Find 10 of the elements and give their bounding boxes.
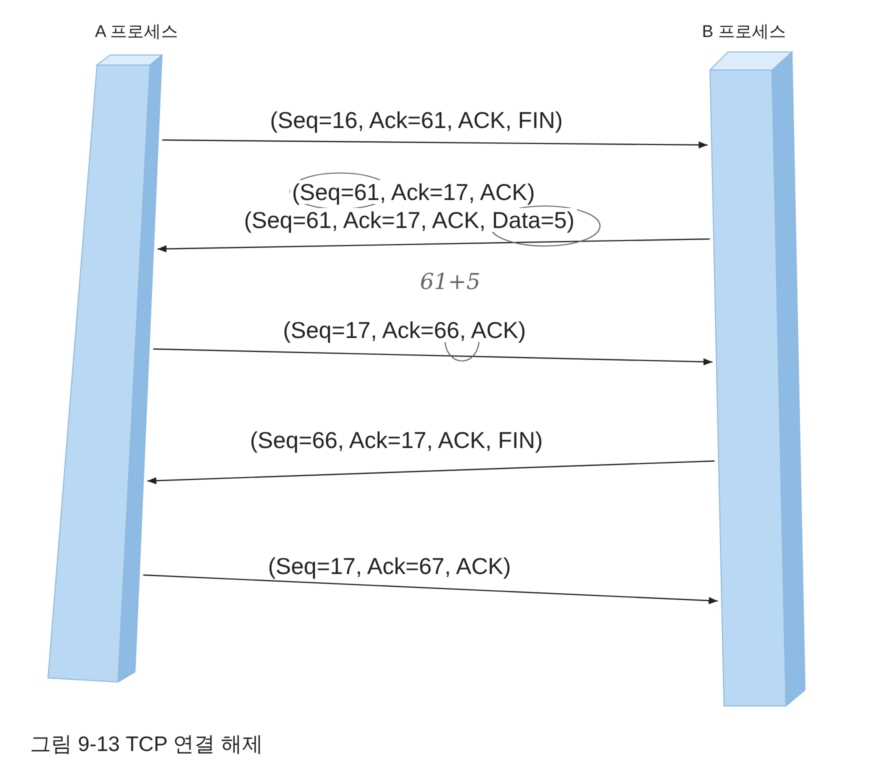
arrow <box>162 139 708 149</box>
arrow <box>153 348 712 366</box>
arrow <box>147 460 715 484</box>
figure-caption: 그림 9-13 TCP 연결 해제 <box>30 732 263 758</box>
edge-label: (Seq=61, Ack=17, ACK, Data=5) <box>242 208 577 232</box>
process-heading: B 프로세스 <box>702 21 786 43</box>
arrow <box>158 238 710 252</box>
process-heading: A 프로세스 <box>95 21 178 43</box>
arrow <box>143 574 718 604</box>
handwritten-note: 61+5 <box>420 270 480 295</box>
